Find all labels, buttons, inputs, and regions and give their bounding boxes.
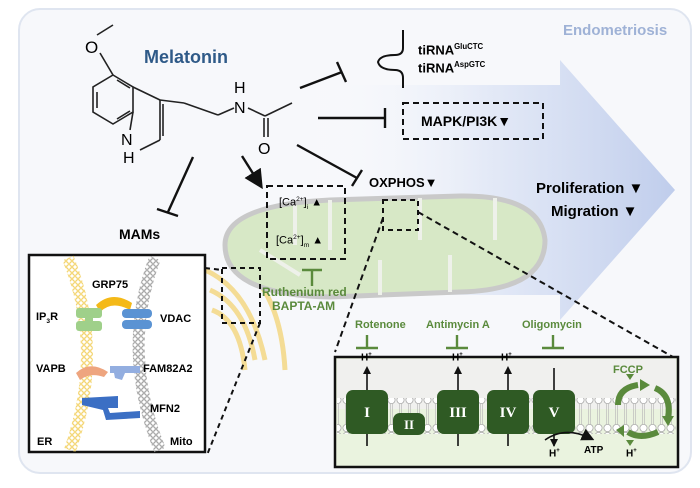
- ip3r-base: IP: [36, 311, 47, 323]
- complex-ii: [393, 413, 425, 435]
- complex-i: [346, 390, 388, 434]
- fam82a2-label: FAM82A2: [143, 363, 193, 375]
- oligomycin-label: Oligomycin: [522, 319, 582, 331]
- ip3r-protein: [76, 308, 102, 331]
- ca-m-sub: m: [303, 241, 310, 249]
- context-label: Endometriosis: [563, 22, 668, 39]
- complex-label: I: [364, 405, 370, 421]
- mams-label: MAMs: [119, 226, 161, 242]
- oxphos-zoom-box: [382, 199, 419, 231]
- mfn2-protein: [82, 396, 140, 420]
- mam-panel: [27, 253, 207, 454]
- proton-label: H+: [501, 352, 512, 364]
- mito-membrane: [132, 255, 166, 453]
- complex-iv: [487, 390, 529, 434]
- atom-indole-h: H: [123, 150, 135, 167]
- tirna-label-2: tiRNAAspGTC: [418, 60, 485, 75]
- calcium-box: [266, 185, 346, 260]
- proton-in-arrow: [550, 439, 558, 447]
- mapk-label: MAPK/PI3K▼: [421, 113, 512, 129]
- complex-label: V: [549, 405, 560, 421]
- melatonin-structure: [92, 24, 293, 151]
- complex-iii: [437, 390, 479, 434]
- ca-m-sup: 2+: [293, 234, 301, 241]
- ip3r-label: IP3R: [36, 311, 58, 325]
- ca-m-base: [Ca: [276, 234, 294, 247]
- proliferation-label: Proliferation ▼: [536, 180, 644, 197]
- complex-label: II: [404, 417, 414, 432]
- tirna-label-1: tiRNAGluCTC: [418, 42, 483, 57]
- oxphos-label: OXPHOS▼: [369, 175, 438, 190]
- ruthenium-red-label: Ruthenium red: [262, 285, 347, 299]
- arrow-calcium: [240, 155, 263, 190]
- proton-label: H+: [452, 352, 463, 364]
- mito-label: Mito: [170, 436, 193, 448]
- vdac-label: VDAC: [160, 313, 192, 325]
- ca-i-trend: ▲: [311, 196, 323, 209]
- vapb-label: VAPB: [36, 363, 66, 375]
- tbar-oxphos: [350, 169, 364, 187]
- mfn2-label: MFN2: [150, 403, 180, 415]
- tirna-2-sup: AspGTC: [454, 60, 486, 69]
- proton-label: H+: [361, 352, 372, 364]
- antimycin-a-label: Antimycin A: [426, 319, 490, 331]
- complex-label: III: [449, 405, 467, 421]
- er-membrane: [62, 255, 93, 452]
- vdac-protein: [122, 309, 152, 329]
- atom-amide-h: H: [234, 80, 246, 97]
- fam82a2-protein: [110, 366, 140, 380]
- proton-label: H+: [626, 448, 637, 460]
- atom-amide-n: N: [234, 100, 246, 117]
- ca-i-sup: 2+: [296, 196, 304, 203]
- proton-out-arrow: [454, 366, 462, 374]
- vapb-protein: [76, 366, 108, 380]
- proton-out-arrow: [504, 366, 512, 374]
- tirna-icon: [376, 30, 404, 88]
- calcium-m-label: [Ca2+]m ▲: [276, 234, 323, 249]
- proton-label: H+: [549, 448, 560, 460]
- ip3r-sub: 3: [46, 318, 51, 326]
- rotenone-label: Rotenone: [355, 319, 406, 331]
- ca-i-close: ]: [303, 196, 307, 209]
- atom-carbonyl-o: O: [258, 141, 270, 158]
- migration-label: Migration ▼: [551, 203, 638, 220]
- fccp-cycle-icon: [615, 382, 672, 439]
- mam-zoom-box: [221, 267, 261, 324]
- fccp-out-arrow: [626, 440, 634, 446]
- er-label: ER: [37, 436, 53, 448]
- ca-i-base: [Ca: [279, 196, 297, 209]
- grp75-label: GRP75: [92, 279, 129, 291]
- bapta-am-label: BAPTA-AM: [272, 299, 336, 313]
- tirna-2-base: tiRNA: [418, 60, 455, 76]
- ca-m-trend: ▲: [312, 234, 324, 247]
- complex-v: [533, 390, 575, 434]
- atp-label: ATP: [584, 445, 604, 456]
- tirna-1-base: tiRNA: [418, 42, 455, 58]
- mitochondrion: [222, 193, 548, 300]
- fccp-down-arrow: [626, 374, 634, 380]
- atom-o-methoxy: O: [85, 38, 98, 57]
- atp-arrow: [544, 428, 595, 441]
- melatonin-title: Melatonin: [144, 47, 228, 67]
- ca-i-sub: i: [306, 203, 309, 211]
- complex-label: IV: [500, 405, 517, 421]
- ip3r-tail: R: [50, 311, 59, 323]
- tbar-tirna: [335, 61, 348, 83]
- proton-out-arrow: [363, 366, 371, 374]
- tbar-mams: [156, 207, 179, 218]
- mapk-box: [402, 102, 544, 140]
- tirna-1-sup: GluCTC: [454, 42, 484, 51]
- fccp-label: FCCP: [613, 364, 643, 376]
- grp75-protein: [96, 296, 132, 312]
- calcium-i-label: [Ca2+]i ▲: [279, 196, 322, 211]
- ca-m-close: ]: [300, 234, 304, 247]
- atom-indole-n: N: [121, 132, 133, 149]
